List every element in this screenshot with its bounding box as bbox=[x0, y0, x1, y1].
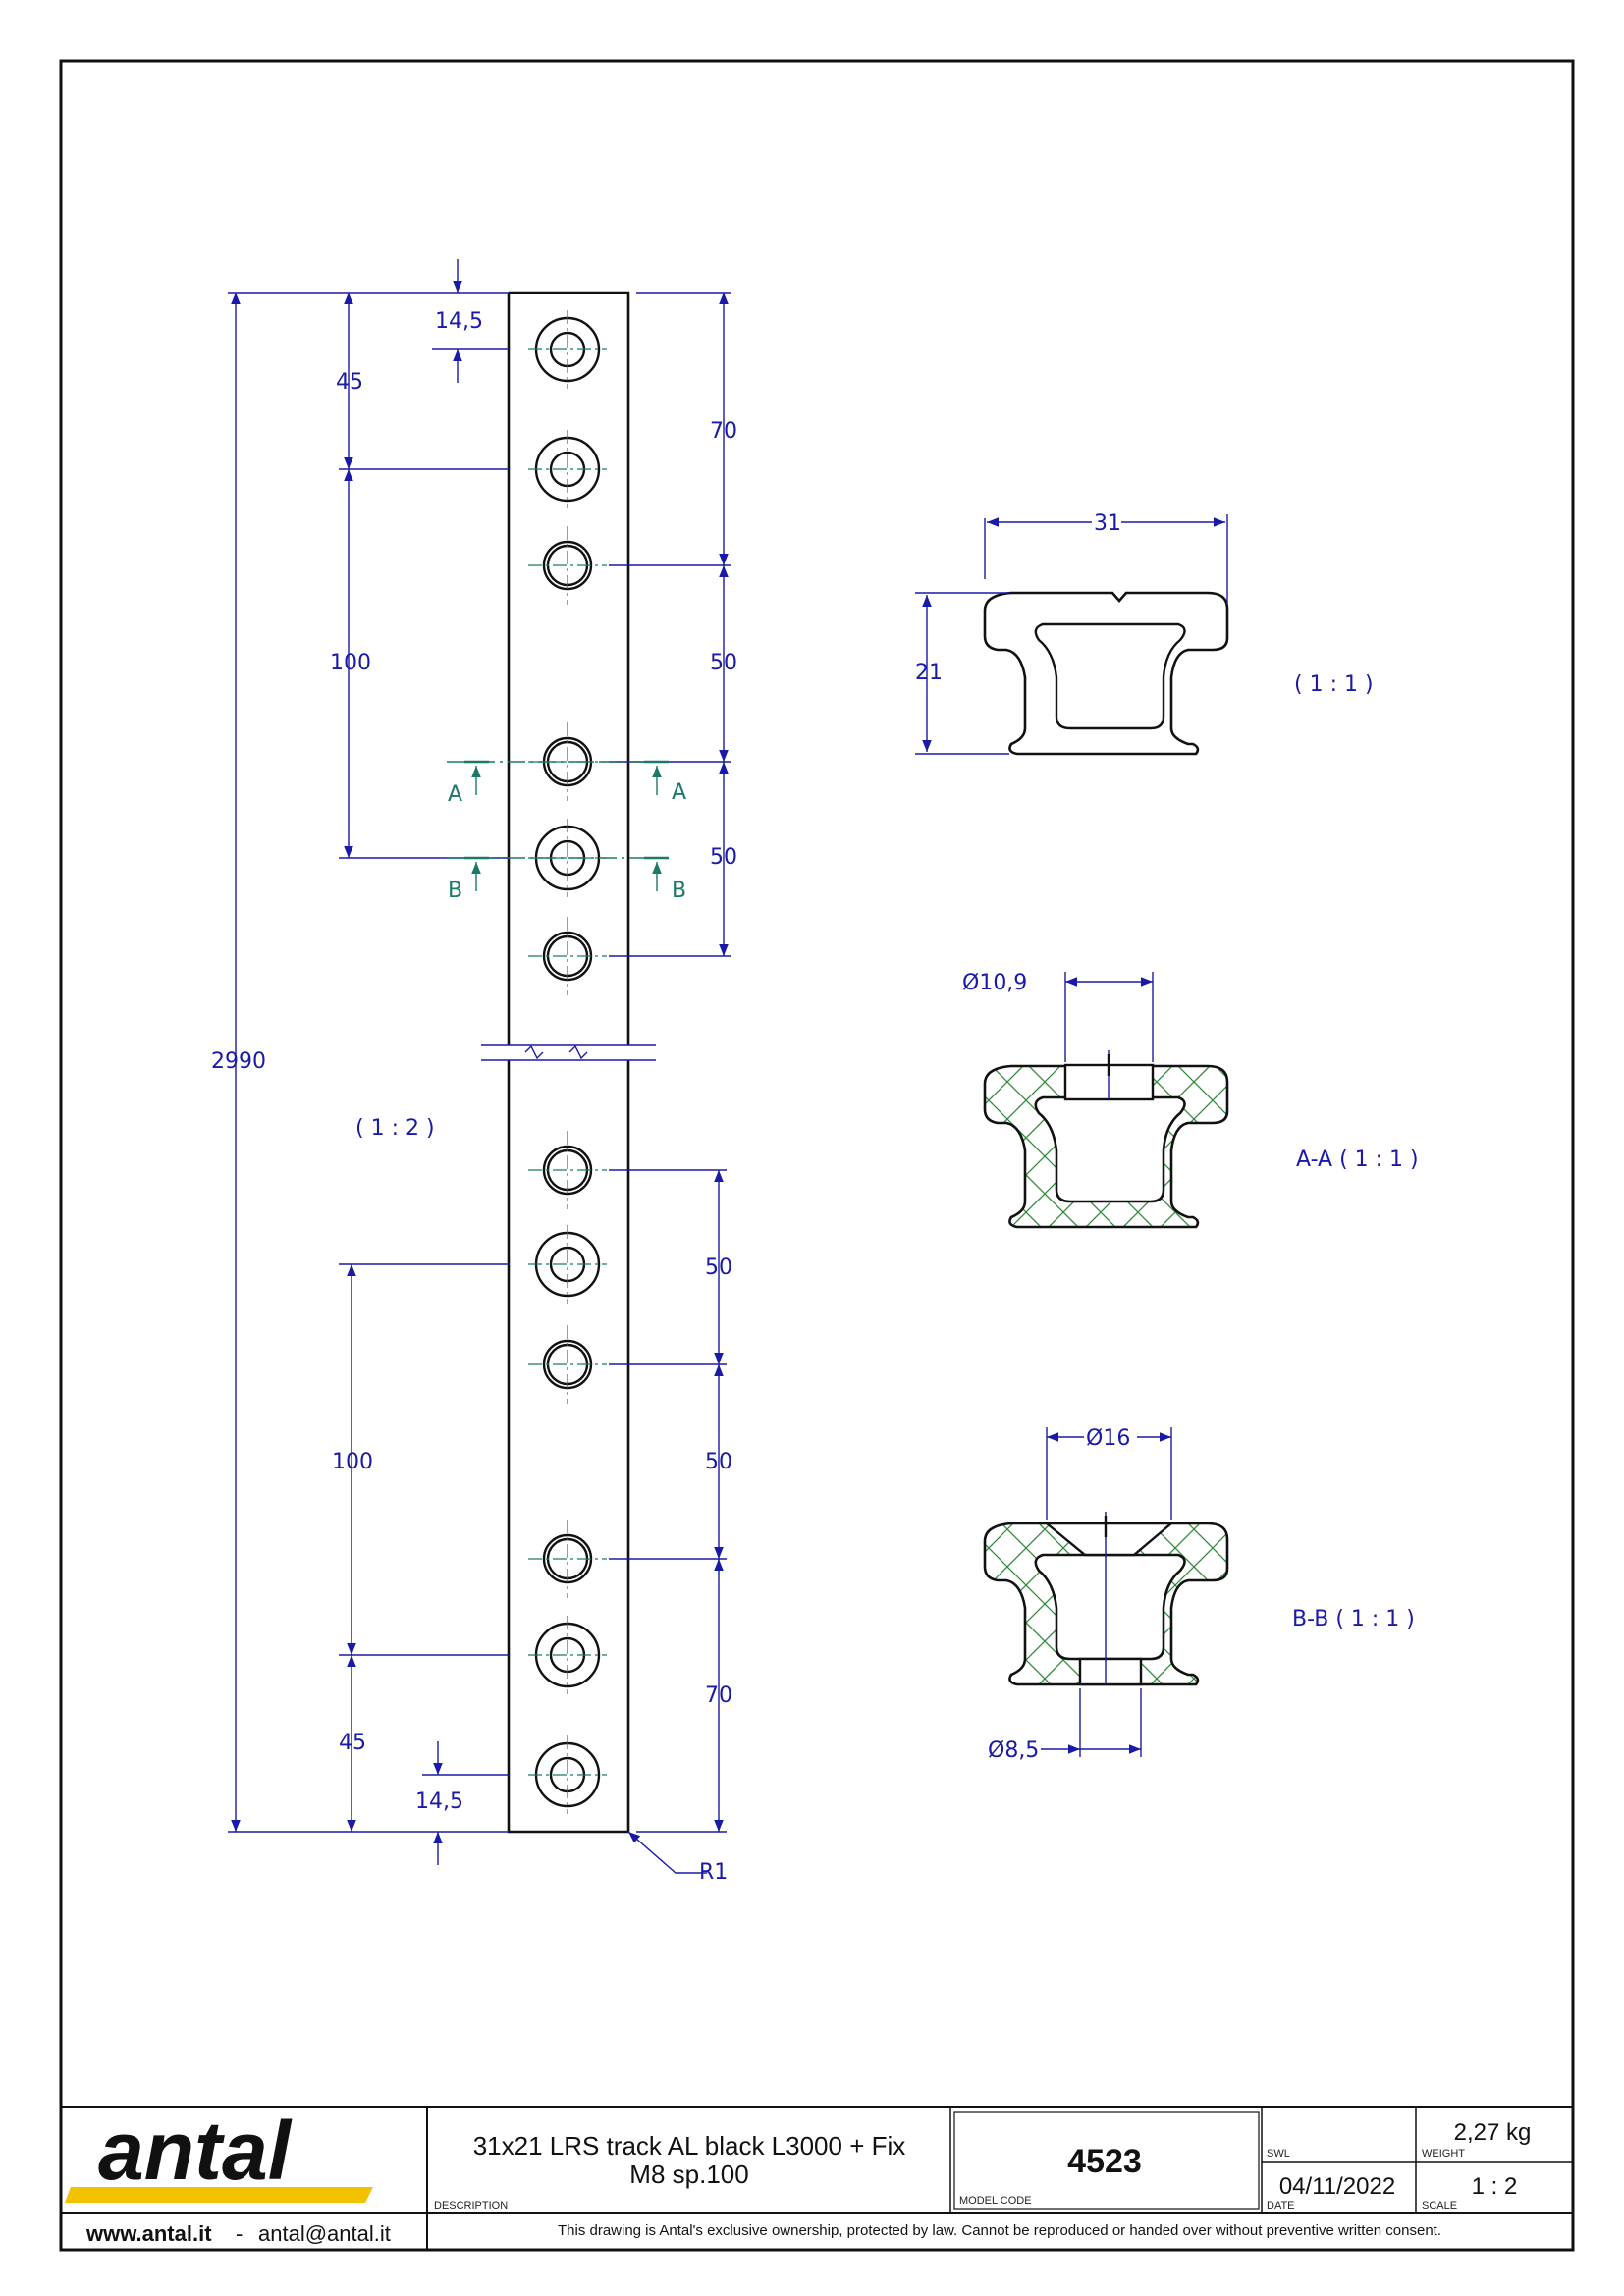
drawing-frame bbox=[59, 59, 1575, 2252]
main-view-scale: ( 1 : 2 ) bbox=[355, 1116, 435, 1141]
dim-right-50-b: 50 bbox=[710, 845, 737, 870]
weight-value: 2,27 kg bbox=[1454, 2119, 1532, 2146]
dim-top-offset: 14,5 bbox=[435, 309, 483, 334]
section-b-label: B-B ( 1 : 1 ) bbox=[1292, 1607, 1415, 1631]
description-caption: DESCRIPTION bbox=[434, 2200, 508, 2212]
date-caption: DATE bbox=[1267, 2200, 1295, 2212]
section-a-label: A-A ( 1 : 1 ) bbox=[1296, 1148, 1419, 1172]
section-a-view: Ø10,9 A-A ( 1 : 1 ) bbox=[962, 971, 1419, 1229]
section-mark-a-left: A bbox=[448, 782, 462, 807]
website-link[interactable]: www.antal.it bbox=[85, 2221, 212, 2246]
track-hole bbox=[528, 526, 607, 605]
section-b-body bbox=[983, 1522, 1229, 1686]
fixing-hole bbox=[528, 1735, 607, 1814]
track-outline-bottom bbox=[507, 1060, 630, 1834]
fixing-holes bbox=[528, 310, 607, 1814]
dim-bottom-offset: 14,5 bbox=[415, 1789, 463, 1814]
dim-radius: R1 bbox=[699, 1860, 728, 1885]
email-link[interactable]: antal@antal.it bbox=[258, 2221, 391, 2246]
profile-height-dim: 21 bbox=[915, 661, 943, 685]
title-block: antal www.antal.it - antal@antal.it 31x2… bbox=[61, 2105, 1573, 2250]
profile-outer-outline bbox=[983, 591, 1229, 756]
weight-caption: WEIGHT bbox=[1422, 2148, 1465, 2160]
dim-total-length: 2990 bbox=[211, 1049, 266, 1074]
section-cut-lines bbox=[447, 760, 669, 891]
model-code-caption: MODEL CODE bbox=[959, 2195, 1032, 2207]
fixing-hole bbox=[528, 1616, 607, 1694]
break-symbol bbox=[481, 1044, 656, 1061]
dim-right-50-a: 50 bbox=[710, 651, 737, 675]
section-a-diameter: Ø10,9 bbox=[962, 971, 1027, 995]
dim-right-70-top: 70 bbox=[710, 419, 737, 444]
section-b-diameter-top: Ø16 bbox=[1086, 1426, 1130, 1451]
logo-yellow-bar bbox=[65, 2187, 373, 2203]
profile-width-dim: 31 bbox=[1094, 511, 1121, 536]
profile-scale-label: ( 1 : 1 ) bbox=[1294, 672, 1374, 697]
contact-separator: - bbox=[236, 2221, 243, 2246]
swl-caption: SWL bbox=[1267, 2148, 1290, 2160]
dim-bottom-45: 45 bbox=[339, 1731, 366, 1755]
section-mark-b-left: B bbox=[448, 879, 462, 903]
dim-right-50-c: 50 bbox=[705, 1255, 732, 1280]
track-hole bbox=[528, 917, 607, 995]
track-hole bbox=[528, 1520, 607, 1598]
section-b-countersink bbox=[1043, 1522, 1175, 1557]
profile-view: 31 21 ( 1 : 1 ) bbox=[915, 510, 1374, 756]
ownership-disclaimer: This drawing is Antal's exclusive owners… bbox=[558, 2222, 1441, 2239]
description-line-1: 31x21 LRS track AL black L3000 + Fix bbox=[473, 2131, 906, 2161]
track-outline-top bbox=[507, 291, 630, 1045]
date-value: 04/11/2022 bbox=[1279, 2173, 1395, 2200]
antal-logo-text: antal bbox=[98, 2105, 293, 2197]
model-code: 4523 bbox=[1067, 2143, 1142, 2180]
description-line-2: M8 sp.100 bbox=[629, 2160, 748, 2189]
dim-left-100-top: 100 bbox=[330, 651, 371, 675]
section-mark-a-right: A bbox=[672, 780, 686, 805]
section-a-body bbox=[983, 1064, 1229, 1229]
fixing-hole bbox=[528, 1225, 607, 1304]
dim-left-100-bottom: 100 bbox=[332, 1450, 373, 1474]
track-hole bbox=[528, 1325, 607, 1404]
antal-logo: antal bbox=[65, 2105, 373, 2203]
dim-top-45: 45 bbox=[336, 370, 363, 395]
scale-value: 1 : 2 bbox=[1472, 2173, 1518, 2200]
section-b-diameter-bottom: Ø8,5 bbox=[988, 1738, 1039, 1763]
fixing-hole bbox=[528, 430, 607, 508]
track-hole bbox=[528, 1131, 607, 1209]
section-b-lower-bore bbox=[1078, 1657, 1143, 1686]
profile-inner-cavity bbox=[1034, 622, 1186, 730]
fixing-hole bbox=[528, 310, 607, 389]
left-dimensions bbox=[228, 259, 509, 1865]
section-mark-b-right: B bbox=[672, 879, 686, 903]
section-b-view: Ø16 Ø8,5 B-B ( 1 : 1 ) bbox=[983, 1426, 1415, 1763]
main-track-view: 14,5 45 100 2990 100 45 14,5 70 50 50 50… bbox=[211, 259, 737, 1885]
dim-right-50-d: 50 bbox=[705, 1450, 732, 1474]
right-dimensions bbox=[609, 292, 731, 1874]
dim-right-70-bottom: 70 bbox=[705, 1683, 732, 1708]
scale-caption: SCALE bbox=[1422, 2200, 1457, 2212]
